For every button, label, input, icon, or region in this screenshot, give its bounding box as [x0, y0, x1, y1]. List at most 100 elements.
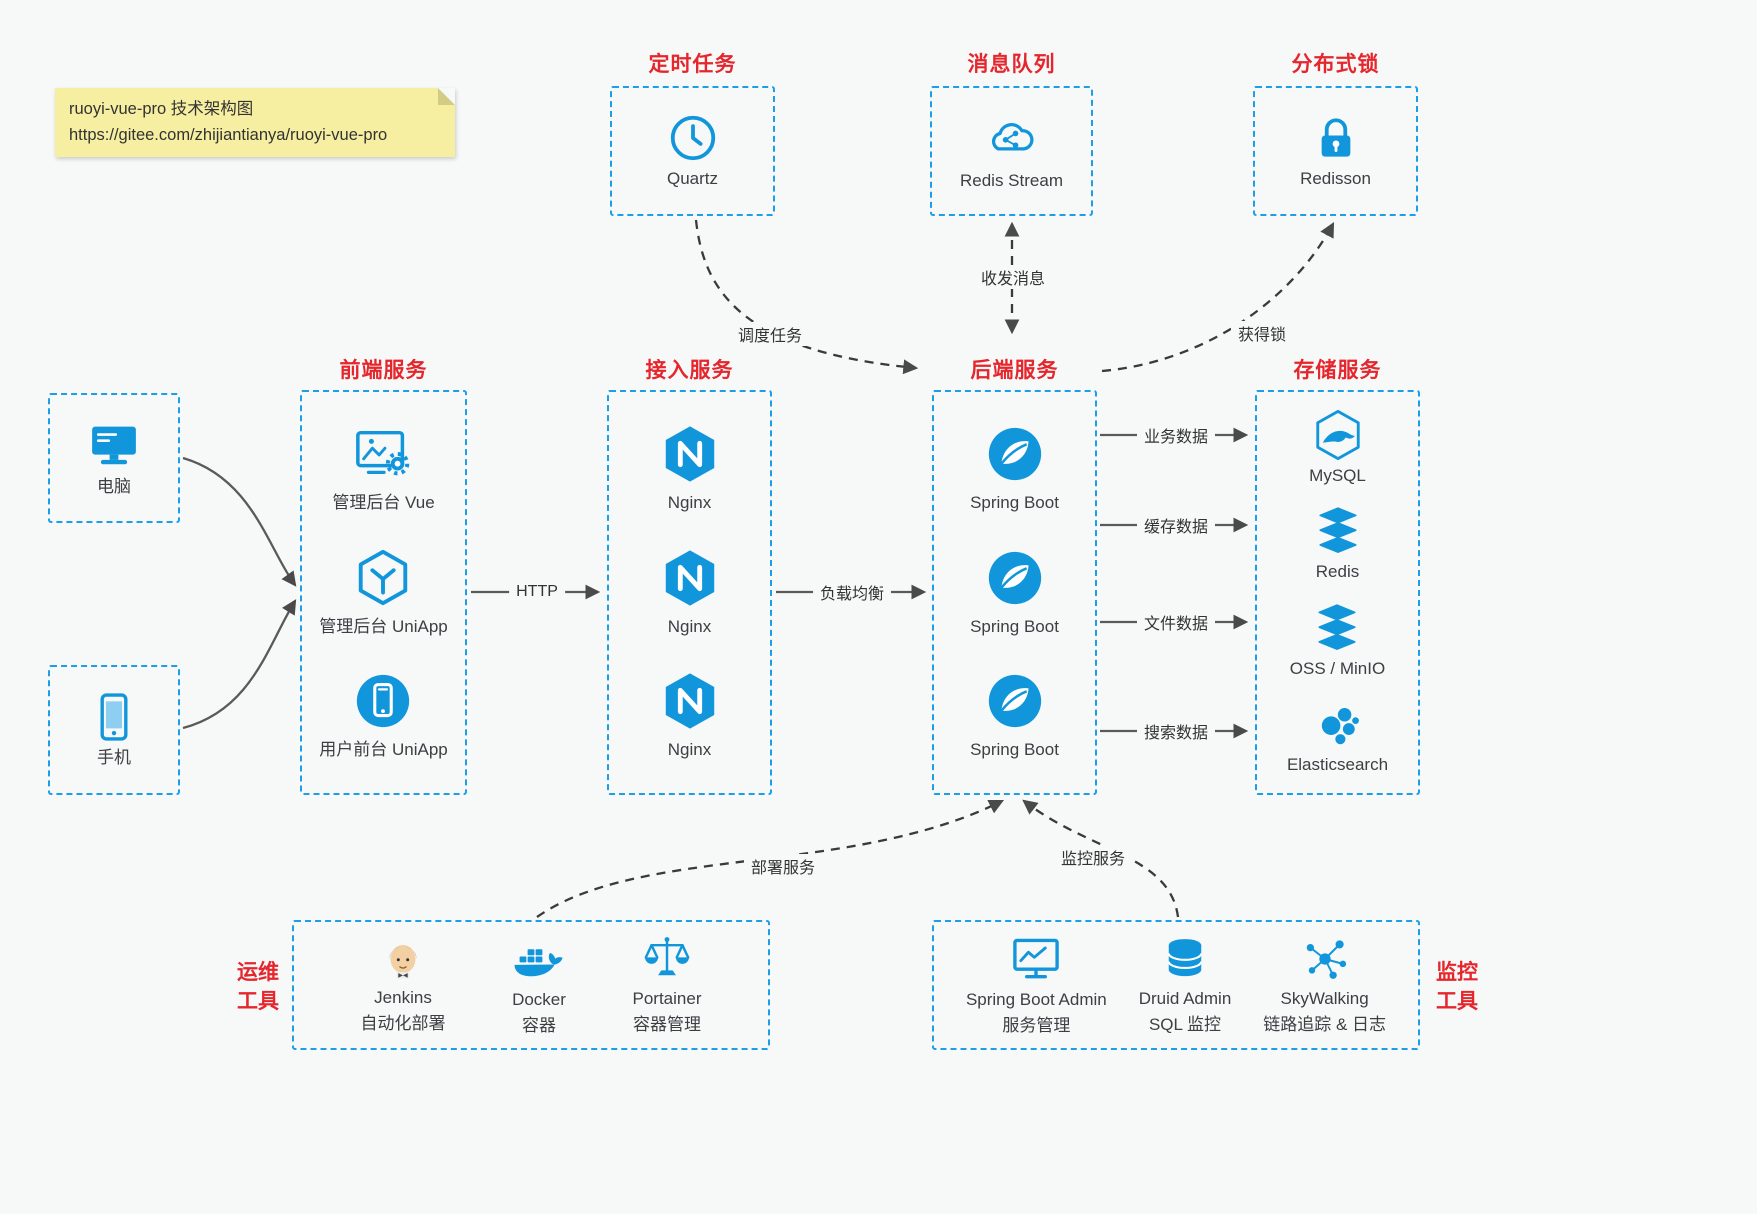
- monitor-tools-box: Spring Boot Admin 服务管理 Druid Admin SQL 监…: [932, 920, 1420, 1050]
- oss-stack-icon: [1310, 601, 1364, 655]
- node-springboot-2: Spring Boot: [970, 547, 1059, 639]
- note-fold-corner: [438, 88, 455, 105]
- node-label: Redis Stream: [960, 171, 1063, 191]
- elasticsearch-icon: [1310, 697, 1364, 751]
- node-redis-stream: Redis Stream: [960, 109, 1063, 193]
- node-desktop: 电脑: [86, 417, 142, 499]
- node-quartz: Quartz: [666, 111, 720, 191]
- node-redisson: Redisson: [1300, 111, 1371, 191]
- node-label: Elasticsearch: [1286, 754, 1389, 774]
- column-box-storage: MySQL Redis: [1255, 390, 1420, 795]
- mobile-icon: [87, 690, 141, 744]
- node-label: Spring Boot: [970, 493, 1059, 513]
- monitor-tools-side-label: 监控工具: [1436, 961, 1478, 1014]
- node-label: Nginx: [667, 616, 712, 636]
- tool-desc: 服务管理: [1002, 1016, 1071, 1035]
- node-elasticsearch: Elasticsearch: [1287, 697, 1388, 777]
- node-label: OSS / MinIO: [1289, 658, 1386, 678]
- node-mysql: MySQL: [1309, 408, 1366, 488]
- druid-icon: [1159, 933, 1211, 985]
- edge-label-cache-data: 缓存数据: [1136, 513, 1216, 537]
- jenkins-icon: [378, 934, 428, 984]
- cloud-stream-icon: [982, 109, 1040, 167]
- nginx-icon: [659, 670, 721, 732]
- node-admin-uniapp: 管理后台 UniApp: [319, 547, 448, 639]
- edge-label-deploy-service: 部署服务: [743, 854, 823, 878]
- tool-spring-boot-admin: Spring Boot Admin 服务管理: [966, 932, 1107, 1038]
- client-box-desktop: 电脑: [48, 393, 180, 523]
- tool-desc: SQL 监控: [1148, 1015, 1222, 1034]
- tool-desc: 容器管理: [632, 1015, 701, 1034]
- tool-skywalking: SkyWalking 链路追踪 & 日志: [1263, 933, 1386, 1037]
- note-url: https://gitee.com/zhijiantianya/ruoyi-vu…: [69, 125, 388, 144]
- column-box-frontend: 管理后台 Vue 管理后台 UniApp 用户前台 UniApp: [300, 390, 467, 795]
- column-title-frontend: 前端服务: [339, 359, 428, 382]
- node-nginx-3: Nginx: [659, 670, 721, 762]
- column-title-backend: 后端服务: [970, 359, 1059, 382]
- note-title: ruoyi-vue-pro 技术架构图: [69, 100, 254, 118]
- edge-label-search-data: 搜索数据: [1136, 719, 1216, 743]
- group-title-distributed-lock: 分布式锁: [1291, 53, 1380, 76]
- tool-name: SkyWalking: [1280, 989, 1369, 1009]
- column-title-storage: 存储服务: [1293, 359, 1382, 382]
- arrow-mobile-to-frontend: [182, 599, 297, 730]
- uniapp-icon: [352, 547, 414, 609]
- node-nginx-1: Nginx: [659, 423, 721, 515]
- admin-monitor-icon: [1009, 932, 1063, 986]
- tool-name: Portainer: [632, 989, 702, 1009]
- group-box-distributed-lock: Redisson: [1253, 86, 1418, 216]
- spring-icon: [984, 547, 1046, 609]
- node-label: Nginx: [667, 493, 712, 513]
- ops-tools-box: Jenkins 自动化部署 Docker 容器: [292, 920, 770, 1050]
- node-mobile: 手机: [87, 690, 141, 770]
- node-label: Spring Boot: [970, 739, 1059, 759]
- node-label: 管理后台 Vue: [332, 493, 435, 513]
- tool-portainer: Portainer 容器管理: [632, 933, 702, 1037]
- group-title-message-queue: 消息队列: [967, 53, 1056, 76]
- group-title-scheduled-tasks: 定时任务: [648, 53, 737, 76]
- group-box-scheduled-tasks: Quartz: [610, 86, 775, 216]
- group-box-message-queue: Redis Stream: [930, 86, 1093, 216]
- lock-icon: [1309, 111, 1363, 165]
- node-label: 用户前台 UniApp: [319, 739, 448, 759]
- edge-label-schedule-task: 调度任务: [730, 322, 810, 346]
- column-box-backend: Spring Boot Spring Boot Spring Boot: [932, 390, 1097, 795]
- nginx-icon: [659, 547, 721, 609]
- sticky-note: ruoyi-vue-pro 技术架构图 https://gitee.com/zh…: [55, 88, 455, 158]
- node-label: Redisson: [1300, 169, 1371, 189]
- node-user-uniapp: 用户前台 UniApp: [319, 670, 448, 762]
- edge-label-file-data: 文件数据: [1136, 610, 1216, 634]
- node-redis: Redis: [1311, 504, 1365, 584]
- node-label: Nginx: [667, 739, 712, 759]
- node-label: 电脑: [97, 477, 131, 497]
- admin-vue-icon: [353, 423, 415, 485]
- node-label: 手机: [97, 748, 131, 768]
- nginx-icon: [659, 423, 721, 485]
- node-springboot-3: Spring Boot: [970, 670, 1059, 762]
- edge-label-messaging: 收发消息: [973, 265, 1053, 289]
- arrow-desktop-to-frontend: [182, 456, 297, 587]
- desktop-icon: [86, 417, 142, 473]
- skywalking-icon: [1299, 933, 1351, 985]
- node-label: 管理后台 UniApp: [319, 616, 448, 636]
- tool-druid-admin: Druid Admin SQL 监控: [1139, 933, 1231, 1037]
- tool-jenkins: Jenkins 自动化部署: [361, 934, 446, 1036]
- portainer-icon: [641, 933, 693, 985]
- tool-name: Docker: [512, 990, 566, 1010]
- node-label: Quartz: [666, 169, 719, 189]
- ops-tools-side-label: 运维工具: [237, 961, 279, 1014]
- edge-label-acquire-lock: 获得锁: [1230, 321, 1294, 345]
- arrow-acquire-lock: [1101, 222, 1335, 373]
- user-app-icon: [352, 670, 414, 732]
- edge-label-monitor-service: 监控服务: [1053, 845, 1133, 869]
- spring-icon: [984, 670, 1046, 732]
- column-title-gateway: 接入服务: [645, 359, 734, 382]
- node-label: Redis: [1315, 562, 1360, 582]
- tool-name: Jenkins: [374, 988, 432, 1008]
- mysql-icon: [1311, 408, 1365, 462]
- edge-label-business-data: 业务数据: [1136, 423, 1216, 447]
- client-box-mobile: 手机: [48, 665, 180, 795]
- node-label: MySQL: [1309, 466, 1366, 486]
- edge-label-load-balance: 负载均衡: [812, 580, 892, 604]
